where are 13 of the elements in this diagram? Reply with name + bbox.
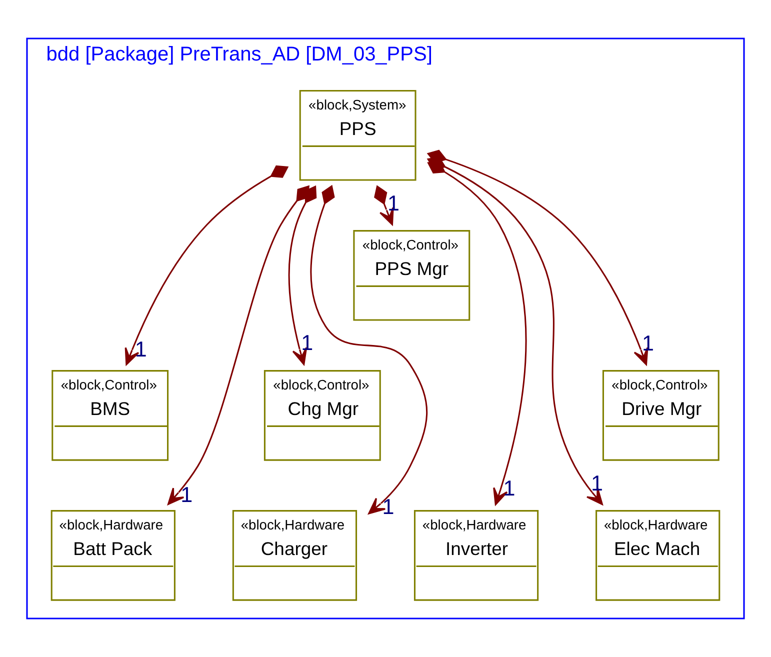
edge-label: 1 — [590, 472, 603, 496]
edge-label: 1 — [382, 495, 394, 520]
edge-label: 1 — [642, 331, 654, 356]
node-box: «block,Hardware Charger — [232, 510, 358, 601]
edge-label: 1 — [180, 482, 193, 507]
arrow — [310, 184, 428, 514]
node-box: «block,Hardware Inverter — [414, 510, 539, 601]
arrow — [374, 185, 394, 226]
edge-label: 1 — [503, 476, 516, 501]
edge-label: 1 — [301, 331, 314, 356]
edge-label: 1 — [134, 337, 147, 362]
edge-label: 1 — [387, 191, 400, 216]
arrow — [124, 165, 289, 366]
